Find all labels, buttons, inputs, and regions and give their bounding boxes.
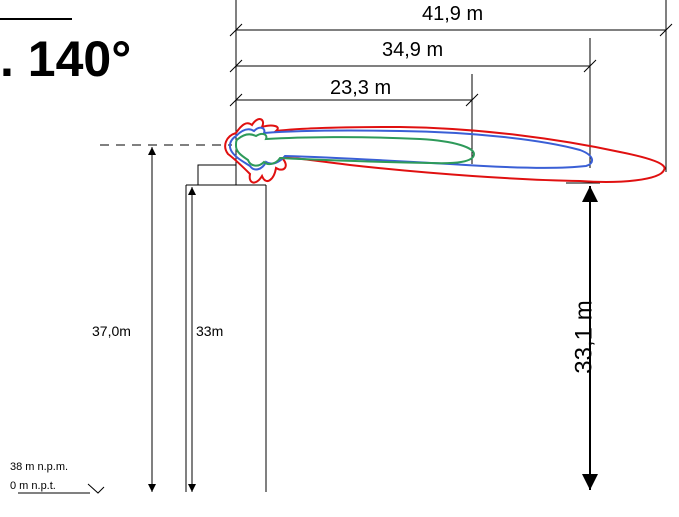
label-reach-blue: 34,9 m [382, 39, 444, 61]
label-mount-height: 37,0m [92, 323, 131, 339]
label-reach-green: 23,3 m [330, 77, 392, 99]
dimension-reach-green [229, 93, 479, 107]
title-rule [0, 18, 72, 20]
label-level-ground: 0 m n.p.t. [10, 480, 56, 492]
mast [185, 140, 267, 492]
pattern-curve-green [234, 132, 476, 167]
label-reach-red: 41,9 m [422, 3, 484, 25]
dimension-reach-red [229, 23, 673, 37]
pattern-curve-blue [228, 126, 593, 171]
label-clearance-height: 33,1 m [570, 300, 598, 374]
pattern-curve-red [224, 118, 666, 184]
page-title: . 140° [0, 31, 132, 87]
dimension-reach-blue [229, 59, 597, 73]
ground-level-marker [18, 483, 105, 494]
label-mast-height: 33m [196, 323, 224, 339]
label-level-above-sea: 38 m n.p.m. [10, 461, 69, 473]
